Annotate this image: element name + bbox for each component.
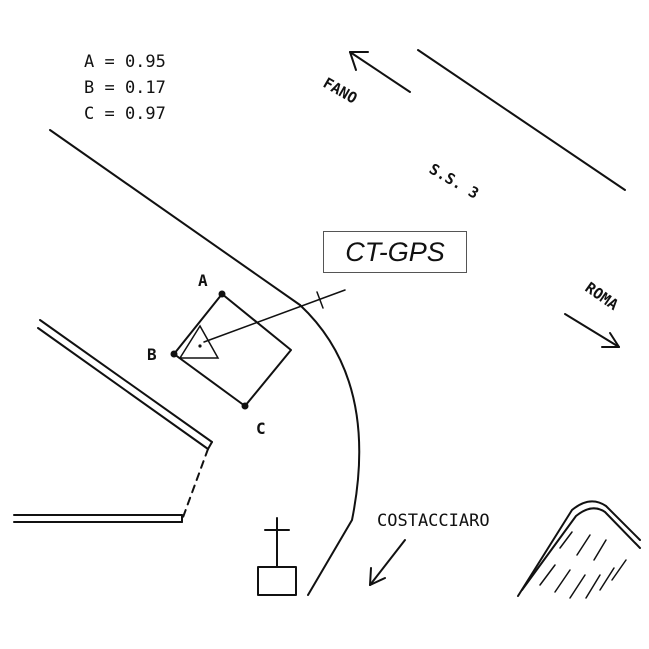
- costacciaro-label: COSTACCIARO: [377, 511, 490, 531]
- triangle-station-icon: [178, 324, 220, 359]
- point-b-label: B: [147, 345, 157, 364]
- roma-label: ROMA: [582, 279, 622, 314]
- cross-icon: [257, 517, 297, 596]
- leader-tick: [316, 291, 324, 309]
- road-curve: [299, 304, 361, 596]
- road-edge-right: [417, 49, 626, 191]
- legend-b: B = 0.17: [84, 78, 166, 98]
- road-edge-left: [49, 129, 301, 306]
- ss3-label: S.S. 3: [426, 160, 482, 203]
- point-c-label: C: [256, 419, 266, 438]
- legend-c: C = 0.97: [84, 104, 166, 124]
- fano-label: FANO: [320, 74, 360, 108]
- leader-line: [203, 289, 346, 343]
- ct-gps-label: CT-GPS: [345, 236, 445, 267]
- point-a: [218, 290, 226, 298]
- hill-slope: [517, 500, 641, 599]
- arrow-down-right-icon: [564, 313, 620, 348]
- building-outline: [13, 319, 213, 523]
- survey-area: [173, 293, 292, 407]
- ct-gps-label-box: CT-GPS: [323, 231, 467, 273]
- legend-a: A = 0.95: [84, 52, 166, 72]
- arrow-down-left-icon: [369, 539, 406, 586]
- point-b: [170, 350, 178, 358]
- point-a-label: A: [198, 271, 208, 290]
- arrow-up-left-icon: [349, 51, 411, 93]
- point-c: [241, 402, 249, 410]
